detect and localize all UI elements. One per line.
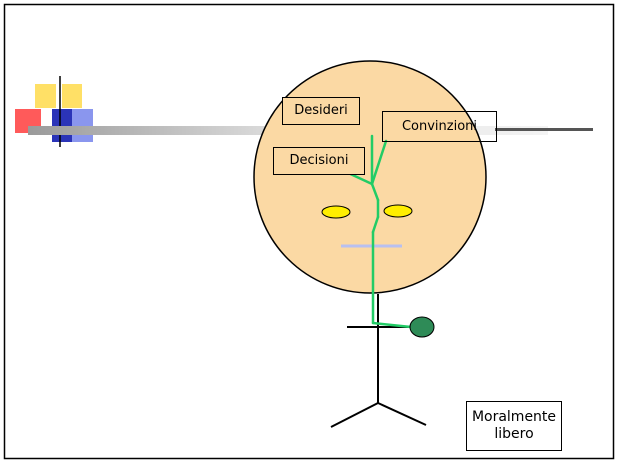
header-rule-dark	[495, 128, 593, 131]
label-desideri-text: Desideri	[294, 103, 348, 119]
hand-ball	[409, 316, 435, 338]
label-decisioni: Decisioni	[273, 147, 365, 175]
label-convinzioni-text: Convinzioni	[401, 118, 478, 134]
label-convinzioni: Convinzioni	[382, 111, 497, 142]
left-eye	[321, 205, 351, 219]
slide-frame	[3, 3, 615, 460]
right-leg	[377, 402, 427, 426]
label-desideri: Desideri	[282, 97, 360, 125]
left-leg	[330, 402, 379, 428]
decorative-squares-logo	[15, 76, 93, 147]
label-libero-text: libero	[494, 426, 534, 442]
label-decisioni-text: Decisioni	[289, 153, 349, 169]
right-eye	[383, 204, 413, 218]
label-moralmente-text: Moralmente	[471, 408, 557, 425]
label-moralmente-libero: Moralmente libero	[466, 401, 562, 451]
head-circle	[253, 60, 487, 294]
